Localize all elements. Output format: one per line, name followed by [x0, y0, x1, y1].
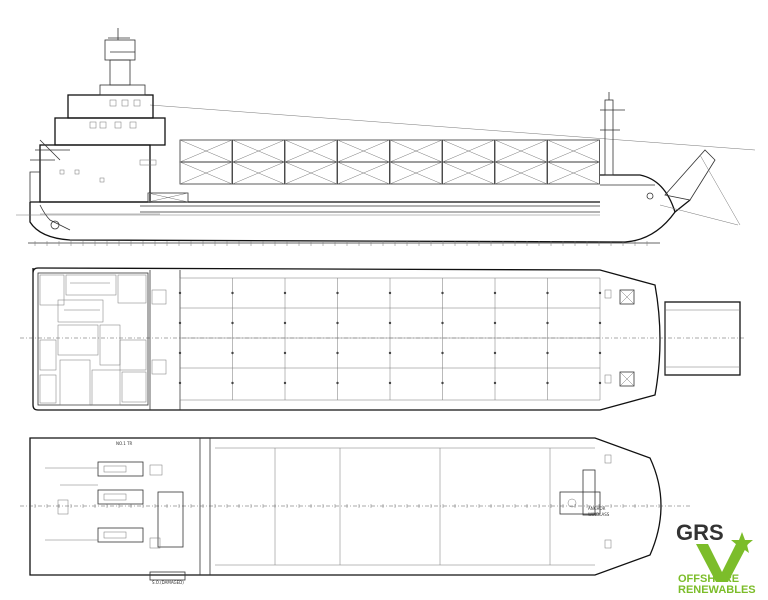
anchor-windlass: ANCHOR WINDLASS [559, 454, 612, 549]
main-deck-plan [20, 267, 745, 411]
lashing-point [336, 321, 339, 325]
lashing-point [388, 351, 392, 355]
lashing-point [441, 321, 444, 325]
lashing-point [336, 381, 339, 385]
lashing-point [493, 381, 497, 385]
lashing-point [178, 321, 182, 325]
lashing-point [493, 321, 497, 325]
logo-chevron-mark [696, 544, 748, 582]
tank-note: S.O.(DAMAGED) [152, 580, 184, 585]
lashing-point [493, 351, 497, 355]
lashing-point [231, 321, 234, 325]
lashing-point [178, 381, 182, 385]
container-lower [494, 161, 548, 185]
lashing-point [598, 321, 602, 325]
lashing-point [336, 291, 339, 295]
lashing-point [283, 321, 287, 325]
lashing-point [546, 351, 549, 355]
container-lower [442, 161, 495, 185]
lashing-point [598, 351, 602, 355]
windlass-note-1: ANCHOR [588, 506, 606, 511]
lashing-point [283, 381, 287, 385]
lashing-point [231, 291, 234, 295]
container-lower [232, 161, 285, 185]
lashing-point [441, 381, 444, 385]
fore-mast [600, 92, 625, 176]
container-lower [284, 161, 338, 185]
windlass-note-2: WINDLASS [588, 512, 610, 517]
deck-cargo-containers [179, 139, 600, 185]
deck-cargo-grid [178, 277, 602, 401]
tank-plan-outline [29, 437, 662, 576]
logo-line-2: RENEWABLES [678, 584, 756, 596]
lashing-point [336, 351, 339, 355]
lashing-point [231, 381, 234, 385]
profile-frame-ticks [34, 241, 648, 246]
container-lower [337, 161, 390, 185]
lashing-point [598, 291, 602, 295]
tank-frame-ticks [34, 504, 660, 508]
lashing-point [231, 351, 234, 355]
lashing-point [283, 291, 287, 295]
lashing-point [388, 321, 392, 325]
deck-plan-outline [32, 267, 661, 411]
lashing-point [178, 291, 182, 295]
lashing-point [546, 321, 549, 325]
deck-bow-ramp [604, 289, 741, 387]
logo-line-1: OFFSHORE [678, 573, 739, 585]
lashing-point [441, 291, 444, 295]
tank-top-plan: NO.1 TR S.O.(DAMAGED) ANCHOR WINDLASS [20, 437, 690, 585]
grs-logo: GRS OFFSHORE RENEWABLES [676, 520, 756, 596]
accommodation-block [29, 28, 189, 231]
profile-hull [29, 199, 691, 243]
lashing-point [546, 291, 549, 295]
profile-view [16, 28, 756, 246]
plan-note: NO.1 TR [116, 441, 133, 446]
deck-lashing-stack [147, 192, 189, 203]
logo-star-icon [731, 532, 753, 553]
logo-brand: GRS [676, 520, 724, 545]
lashing-point [178, 351, 182, 355]
lashing-point [388, 291, 392, 295]
lashing-point [441, 351, 444, 355]
container-lower [179, 161, 233, 185]
engine-room-machinery: NO.1 TR S.O.(DAMAGED) [45, 441, 186, 585]
lashing-point [493, 291, 497, 295]
deck-accommodation-rooms [37, 272, 167, 406]
lashing-point [283, 351, 287, 355]
container-lower [389, 161, 443, 185]
container-lower [547, 161, 600, 185]
lashing-point [388, 381, 392, 385]
lashing-point [598, 381, 602, 385]
lashing-point [546, 381, 549, 385]
stay-wire [149, 104, 756, 151]
